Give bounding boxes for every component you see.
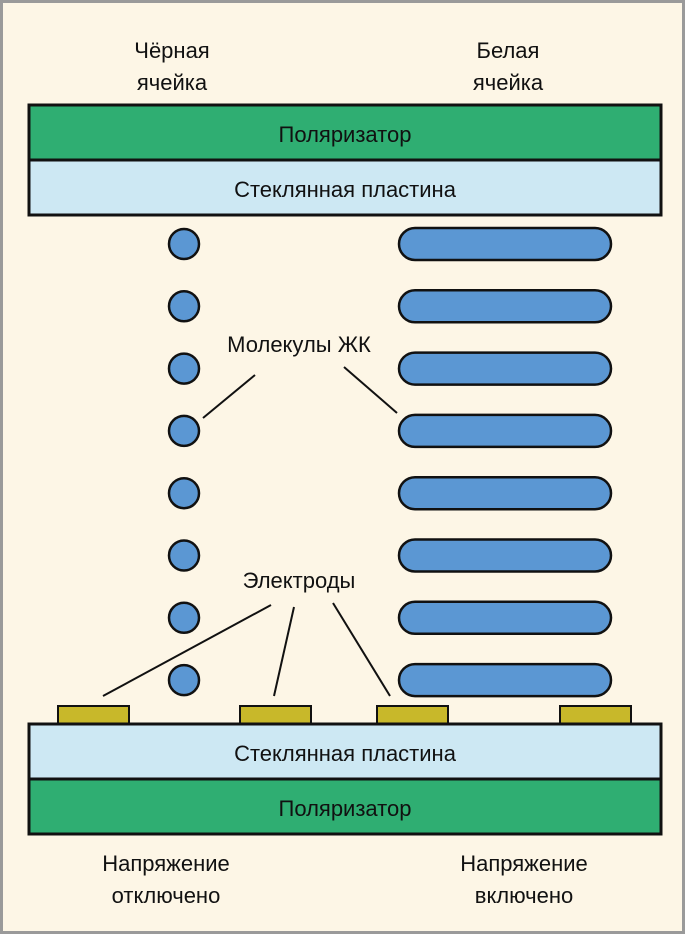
voltage-on-label-line2: включено <box>475 883 574 908</box>
black-cell-label-line1: Чёрная <box>134 38 209 63</box>
lc-molecule-rod <box>397 475 613 511</box>
electrode-leader-1 <box>102 604 272 697</box>
electrode-2 <box>239 705 312 725</box>
white-cell-label-line2: ячейка <box>473 70 544 95</box>
lc-molecule-rod <box>397 413 613 449</box>
lcd-cell-diagram: Чёрная ячейка Белая ячейка Поляризатор С… <box>27 38 663 908</box>
bottom-glass-label: Стеклянная пластина <box>234 741 457 766</box>
electrode-4 <box>559 705 632 725</box>
electrodes-label: Электроды <box>243 568 356 593</box>
top-glass-plate <box>27 158 663 217</box>
lc-leader-right <box>343 366 398 414</box>
white-cell-label-line1: Белая <box>477 38 540 63</box>
lc-molecule-dot <box>167 290 201 323</box>
lc-molecule-dot <box>167 539 201 572</box>
lc-leader-left <box>202 374 256 419</box>
lc-molecule-rod <box>397 289 613 324</box>
bottom-polarizer-label: Поляризатор <box>279 796 412 821</box>
black-cell-label-line2: ячейка <box>137 70 208 95</box>
top-polarizer-label: Поляризатор <box>279 122 412 147</box>
voltage-off-label-line1: Напряжение <box>102 851 230 876</box>
electrode-3 <box>376 705 449 725</box>
lc-molecule-dot <box>167 601 201 635</box>
black-cell-molecules <box>167 227 201 697</box>
electrode-1 <box>57 705 130 725</box>
lc-molecule-dot <box>167 414 201 448</box>
lc-molecule-rod <box>397 600 613 636</box>
lc-molecule-rod <box>397 351 613 386</box>
electrode-leader-3 <box>332 602 391 697</box>
lc-molecule-rod <box>397 538 613 573</box>
bottom-polarizer <box>27 777 663 836</box>
lc-molecule-dot <box>167 352 201 385</box>
lc-molecule-rod <box>397 662 613 698</box>
top-glass-label: Стеклянная пластина <box>234 177 457 202</box>
electrode-leader-2 <box>273 606 295 697</box>
white-cell-molecules <box>397 226 613 698</box>
voltage-off-label-line2: отключено <box>112 883 221 908</box>
lc-molecule-rod <box>397 226 613 262</box>
lc-molecule-dot <box>167 476 201 510</box>
lc-molecule-dot <box>167 663 201 697</box>
voltage-on-label-line1: Напряжение <box>460 851 588 876</box>
top-polarizer <box>27 103 663 162</box>
lc-molecule-dot <box>167 227 201 261</box>
lc-molecules-label: Молекулы ЖК <box>227 332 371 357</box>
